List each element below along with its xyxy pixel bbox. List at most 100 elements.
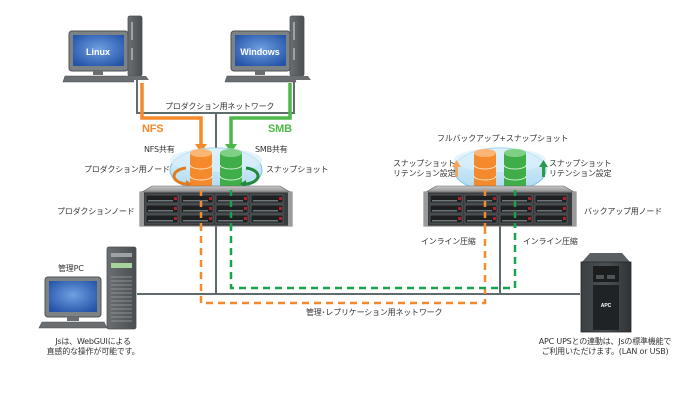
windows-client[interactable]: Windows	[224, 15, 311, 83]
production-drive-led-icon	[174, 217, 177, 220]
production-drive-led-icon	[209, 197, 212, 200]
smb-arrow-icon	[225, 144, 237, 153]
production-drive-led-icon	[279, 207, 282, 210]
smb-share-label: SMB共有	[255, 145, 288, 154]
backup-drive-bay	[429, 204, 463, 214]
backup-drive-led-icon	[493, 197, 496, 200]
production-drive-led-icon	[209, 207, 212, 210]
production-drive-led-icon	[174, 197, 177, 200]
management-network-lines	[137, 225, 580, 295]
production-drive-handle	[253, 210, 278, 212]
production-drive-handle	[183, 200, 208, 202]
backup-nfs-cylinder-icon	[473, 149, 497, 191]
production-node-label: プロダクションノード	[57, 207, 135, 216]
backup-drive-led-icon	[493, 207, 496, 210]
production-drive-led-icon	[209, 217, 212, 220]
backup-drive-handle	[537, 200, 562, 202]
backup-drive-led-icon	[563, 197, 566, 200]
production-drive-handle	[148, 200, 173, 202]
production-drive-bay	[250, 194, 284, 204]
nfs-protocol-label: NFS	[142, 123, 164, 135]
backup-drive-bay	[534, 204, 568, 214]
backup-drive-led-icon	[493, 217, 496, 220]
backup-drive-led-icon	[528, 217, 531, 220]
snapshot-label: スナップショット	[266, 165, 329, 174]
production-drive-led-icon	[244, 207, 247, 210]
backup-drive-led-icon	[563, 217, 566, 220]
production-drive-handle	[253, 220, 278, 222]
backup-drive-led-icon	[528, 207, 531, 210]
backup-drive-bay	[534, 214, 568, 224]
backup-drive-led-icon	[528, 197, 531, 200]
backup-drive-handle	[502, 220, 527, 222]
backup-title-label: フルバックアップ+スナップショット	[437, 134, 569, 143]
production-drive-handle	[183, 210, 208, 212]
production-drive-led-icon	[279, 217, 282, 220]
left-retention-line-2: リテンション設定	[393, 169, 456, 178]
production-drive-handle	[148, 220, 173, 222]
production-drive-led-icon	[174, 207, 177, 210]
backup-drive-led-icon	[458, 197, 461, 200]
backup-drive-handle	[432, 210, 457, 212]
windows-screen-label: Windows	[240, 47, 279, 57]
production-drive-handle	[148, 210, 173, 212]
green-rotate-arrow-icon	[245, 166, 260, 186]
backup-node-rack[interactable]	[423, 185, 577, 227]
smb-path	[229, 83, 292, 146]
backup-drive-handle	[467, 210, 492, 212]
right-retention-line-1: スナップショット	[549, 159, 612, 168]
backup-drive-bay	[429, 194, 463, 204]
production-drive-bay	[180, 194, 214, 204]
management-pc[interactable]	[38, 246, 137, 330]
ups-caption: APC UPSとの連動は、Jsの標準機能で ご利用いただけます。(LAN or …	[525, 337, 685, 357]
production-volume	[169, 147, 263, 193]
inline-compression-right-label: インライン圧縮	[523, 237, 578, 246]
backup-drive-bay	[464, 214, 498, 224]
backup-drive-handle	[537, 210, 562, 212]
backup-drive-led-icon	[458, 207, 461, 210]
right-retention-label: スナップショット リテンション設定	[549, 159, 612, 179]
backup-drive-handle	[537, 220, 562, 222]
management-pc-label: 管理PC	[58, 264, 84, 273]
backup-drive-handle	[467, 200, 492, 202]
production-drive-bay	[145, 214, 179, 224]
inline-compression-left-label: インライン圧縮	[421, 237, 476, 246]
smb-storage-cylinder-icon	[219, 149, 243, 191]
production-drive-led-icon	[279, 197, 282, 200]
backup-drive-handle	[467, 220, 492, 222]
production-node-rack[interactable]	[139, 185, 293, 227]
production-network-label: プロダクション用ネットワーク	[165, 102, 275, 111]
backup-drive-bay	[534, 194, 568, 204]
production-drive-handle	[183, 220, 208, 222]
production-drive-led-icon	[244, 197, 247, 200]
backup-smb-cylinder-icon	[503, 149, 527, 191]
production-drive-bay	[250, 214, 284, 224]
management-network-label: 管理･レプリケーション用ネットワーク	[306, 308, 443, 317]
production-drive-bay	[145, 194, 179, 204]
backup-volume	[452, 147, 548, 193]
management-pc-caption: Jsは、WebGUIによる 直感的な操作が可能です。	[38, 337, 148, 357]
backup-drive-led-icon	[458, 217, 461, 220]
backup-drive-handle	[432, 220, 457, 222]
apc-ups[interactable]: APC	[580, 253, 632, 333]
replication-path-smb	[229, 188, 517, 290]
backup-drive-bay	[464, 204, 498, 214]
production-drive-handle	[218, 210, 243, 212]
management-pc-caption-line-2: 直感的な操作が可能です。	[46, 347, 140, 356]
production-volume-label: プロダクション用ノード	[84, 165, 170, 174]
nfs-storage-cylinder-icon	[189, 149, 213, 191]
production-drive-led-icon	[244, 217, 247, 220]
ups-brand-label: APC	[601, 303, 612, 309]
linux-client[interactable]: Linux	[62, 15, 149, 83]
backup-drive-handle	[502, 210, 527, 212]
backup-drive-led-icon	[563, 207, 566, 210]
production-drive-handle	[218, 220, 243, 222]
nfs-path	[140, 83, 203, 146]
production-network-lines	[136, 80, 295, 148]
nfs-arrow-icon	[195, 144, 207, 153]
smb-protocol-label: SMB	[268, 123, 292, 135]
management-pc-caption-line-1: Jsは、WebGUIによる	[55, 337, 131, 346]
left-retention-label: スナップショット リテンション設定	[393, 159, 456, 179]
orange-rotate-arrow-icon	[172, 166, 187, 186]
production-drive-handle	[218, 200, 243, 202]
